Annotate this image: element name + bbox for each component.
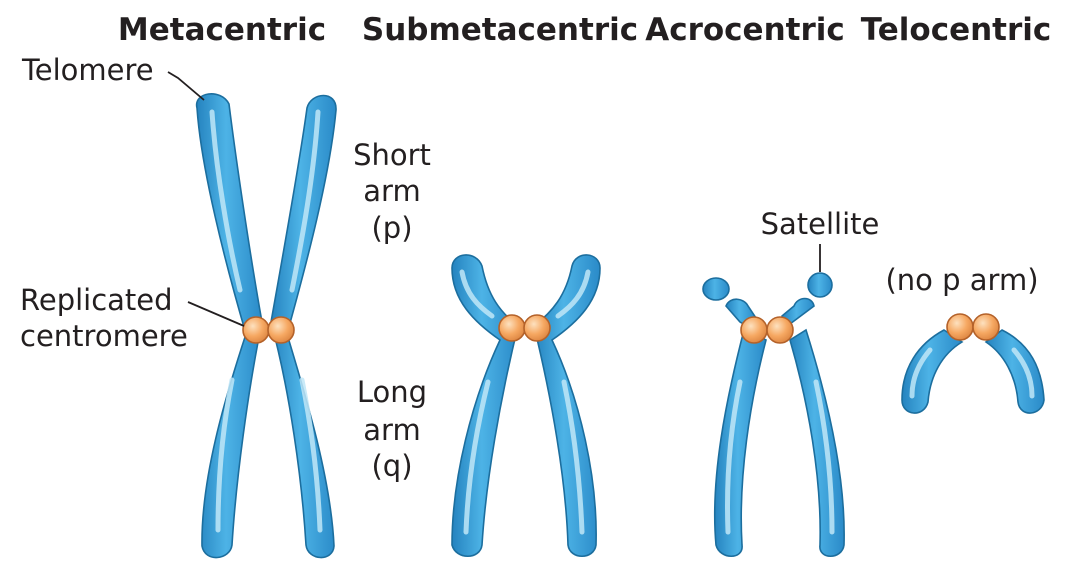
acrocentric-right-satellite [808, 273, 832, 297]
submetacentric-chromosome [452, 255, 600, 556]
replicated-centromere-label-line1: Replicated [20, 283, 173, 317]
metacentric-title: Metacentric [118, 12, 326, 48]
metacentric-centromere-left [243, 317, 269, 343]
acrocentric-chromosome [703, 273, 844, 556]
telocentric-centromere-left [947, 314, 973, 340]
long-arm-label-line3: (q) [371, 449, 412, 483]
replicated-centromere-label-line2: centromere [20, 319, 188, 353]
satellite-label: Satellite [761, 207, 880, 241]
telocentric-right-chromatid [986, 330, 1044, 413]
metacentric-centromere-right [268, 317, 294, 343]
submetacentric-centromere-left [499, 315, 525, 341]
acrocentric-centromere-right [767, 317, 793, 343]
centromere-leader [188, 302, 244, 326]
long-arm-label-line2: arm [363, 413, 420, 447]
short-arm-label-line1: Short [353, 138, 431, 172]
submetacentric-title: Submetacentric [362, 12, 638, 48]
acrocentric-centromere-left [741, 317, 767, 343]
submetacentric-centromere-right [524, 315, 550, 341]
telomere-leader [168, 72, 204, 100]
long-arm-label-line1: Long [357, 375, 427, 409]
short-arm-label-line2: arm [363, 174, 420, 208]
telocentric-left-chromatid [902, 330, 962, 413]
acrocentric-title: Acrocentric [645, 12, 845, 48]
acrocentric-left-satellite [703, 278, 729, 300]
telocentric-title: Telocentric [861, 12, 1052, 48]
acrocentric-right-chromatid [790, 330, 844, 556]
telomere-label: Telomere [21, 53, 154, 87]
metacentric-chromosome [197, 94, 336, 558]
acrocentric-left-chromatid [715, 330, 766, 556]
short-arm-label-line3: (p) [371, 211, 412, 245]
telocentric-chromosome [902, 314, 1044, 413]
telocentric-centromere-right [973, 314, 999, 340]
no-p-arm-label: (no p arm) [885, 263, 1038, 297]
